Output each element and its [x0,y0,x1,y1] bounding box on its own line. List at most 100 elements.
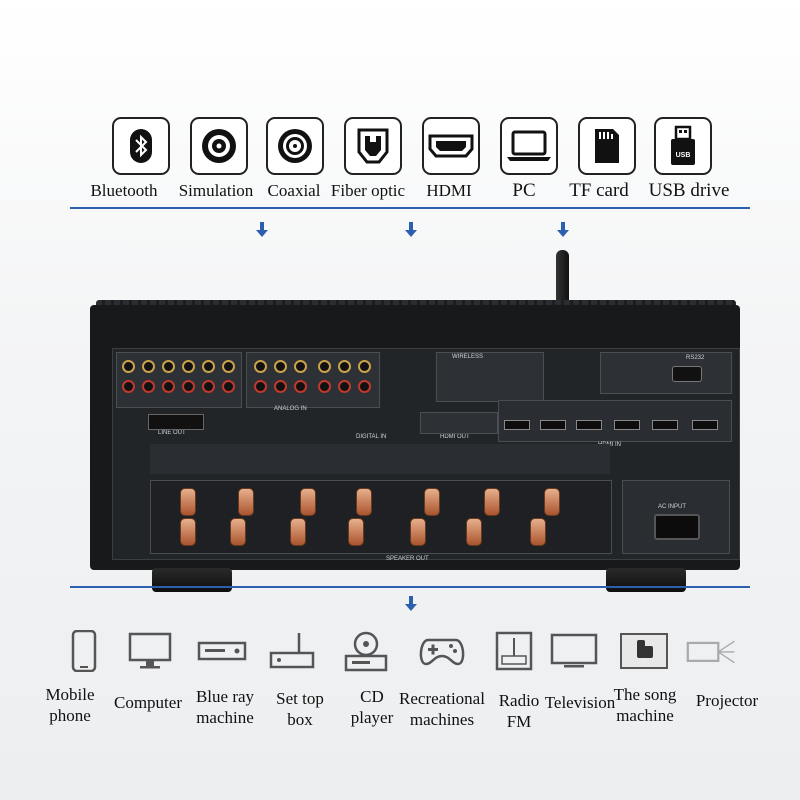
television-icon [548,630,600,672]
wireless-block [436,352,544,402]
coaxial-icon [266,117,324,175]
set-top-box-icon [266,630,318,672]
power-socket [654,514,700,540]
line-out-jacks [148,414,204,430]
ac-input-label: AC INPUT [658,504,687,510]
radio-icon [488,630,540,672]
rs232-block [600,352,732,394]
speaker-terminal [530,518,546,546]
hdmi-port [692,420,718,430]
line-out-label: LINE OUT [158,430,186,436]
hdmi-icon [422,117,480,175]
pc-label: PC [512,180,536,201]
hdmi-label: HDMI [426,181,472,200]
analog-in-label: ANALOG IN [274,406,307,412]
karaoke-icon [618,630,670,672]
speaker-terminal [300,488,316,516]
speaker-terminal [410,518,426,546]
speaker-terminal [230,518,246,546]
sd-card-icon [578,117,636,175]
television-label: Television [544,693,616,712]
usb-drive-icon: USB [654,117,712,175]
projector-icon [686,630,738,672]
rca-jack [254,380,267,393]
hdmi-out-ports [420,412,498,434]
laptop-icon [500,117,558,175]
gamepad-icon [416,630,468,672]
rca-jack [274,380,287,393]
coaxial-label: Coaxial [267,181,321,200]
rca-jack [182,380,195,393]
rca-jack [122,360,135,373]
fiber-optic-label: Fiber optic [330,181,406,200]
speaker-terminal [290,518,306,546]
svg-text:USB: USB [676,152,691,159]
rs232-port [672,366,702,382]
mobile-phone-icon [58,630,110,672]
speaker-terminal [238,488,254,516]
rca-jack [182,360,195,373]
cd-player-icon [340,630,392,672]
rca-jack [162,360,175,373]
rca-jack [274,360,287,373]
speaker-out-label: SPEAKER OUT [386,556,429,562]
rca-jack [294,380,307,393]
rca-jack [222,380,235,393]
rca-jack [254,360,267,373]
rca-jack [202,360,215,373]
speaker-terminal [424,488,440,516]
analog-jack-icon [190,117,248,175]
usb-drive-label: USB drive [648,180,730,201]
bottom-divider [70,586,750,588]
rca-jack [162,380,175,393]
rca-jack [294,360,307,373]
speaker-terminal [356,488,372,516]
digital-in-label: DIGITAL IN [356,434,387,440]
hdmi-out-label: HDMI OUT [440,434,470,440]
hdmi-port [652,420,678,430]
rca-jack [338,380,351,393]
rca-jack [142,380,155,393]
rs232-label: RS232 [686,355,705,361]
tf-card-label: TF card [569,180,629,201]
wireless-label: WIRELESS [452,354,484,360]
top-divider [70,207,750,209]
info-panel [150,444,610,474]
analog-in-block [116,352,242,408]
analog-in-block-2 [246,352,380,408]
bluray-player-icon [196,630,248,672]
rca-jack [122,380,135,393]
hdmi-port [576,420,602,430]
hdmi-port [540,420,566,430]
rca-jack [358,380,371,393]
rca-jack [202,380,215,393]
speaker-terminal [180,488,196,516]
rca-jack [338,360,351,373]
rca-jack [222,360,235,373]
rca-jack [142,360,155,373]
rca-jack [318,360,331,373]
hdmi-port [504,420,530,430]
computer-icon [124,630,176,672]
speaker-terminal [348,518,364,546]
speaker-terminal [180,518,196,546]
computer-label: Computer [114,693,182,712]
speaker-terminal [484,488,500,516]
fiber-optic-icon [344,117,402,175]
simulation-label: Simulation [178,181,254,200]
bluetooth-icon [112,117,170,175]
rca-jack [318,380,331,393]
rca-jack [358,360,371,373]
bluetooth-label: Bluetooth [90,181,158,200]
amplifier-foot-left [152,568,232,592]
speaker-terminal [466,518,482,546]
amplifier-foot-right [606,568,686,592]
speaker-terminal [544,488,560,516]
